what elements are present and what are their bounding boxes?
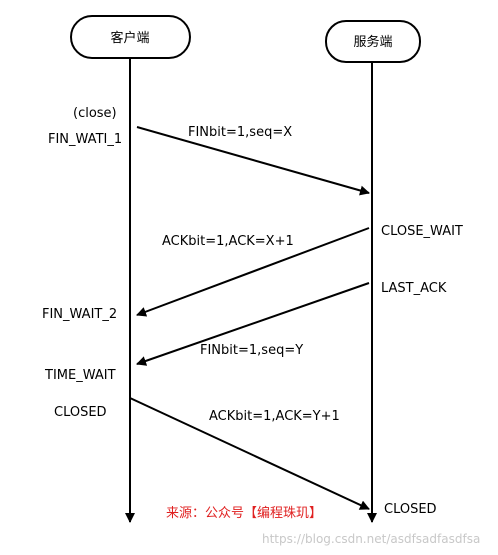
client-state-fin-wait-2: FIN_WAIT_2 — [42, 307, 117, 322]
message-label-fin-x: FINbit=1,seq=X — [188, 125, 292, 140]
client-state-time-wait: TIME_WAIT — [44, 368, 116, 383]
client-state-close: (close) — [73, 106, 117, 121]
watermark-text: https://blog.csdn.net/asdfsadfasdfsa — [262, 532, 480, 546]
client-node: 客户端 — [70, 15, 191, 59]
server-state-closed: CLOSED — [384, 502, 437, 517]
server-state-last-ack: LAST_ACK — [381, 281, 447, 296]
fin-arrow-1 — [136, 126, 370, 196]
ack-arrow-1 — [136, 227, 370, 317]
fin-arrow-2 — [136, 282, 370, 366]
message-label-ack-x1: ACKbit=1,ACK=X+1 — [162, 234, 294, 249]
client-state-fin-wait-1: FIN_WATI_1 — [48, 132, 122, 147]
server-node: 服务端 — [325, 20, 421, 63]
ack-arrow-2 — [129, 397, 370, 510]
message-label-fin-y: FINbit=1,seq=Y — [200, 343, 303, 358]
server-state-close-wait: CLOSE_WAIT — [381, 224, 463, 239]
server-label: 服务端 — [353, 34, 392, 50]
message-label-ack-y1: ACKbit=1,ACK=Y+1 — [209, 409, 340, 424]
client-state-closed: CLOSED — [54, 405, 107, 420]
source-note: 来源：公众号【编程珠玑】 — [166, 506, 322, 521]
client-label: 客户端 — [110, 30, 149, 46]
